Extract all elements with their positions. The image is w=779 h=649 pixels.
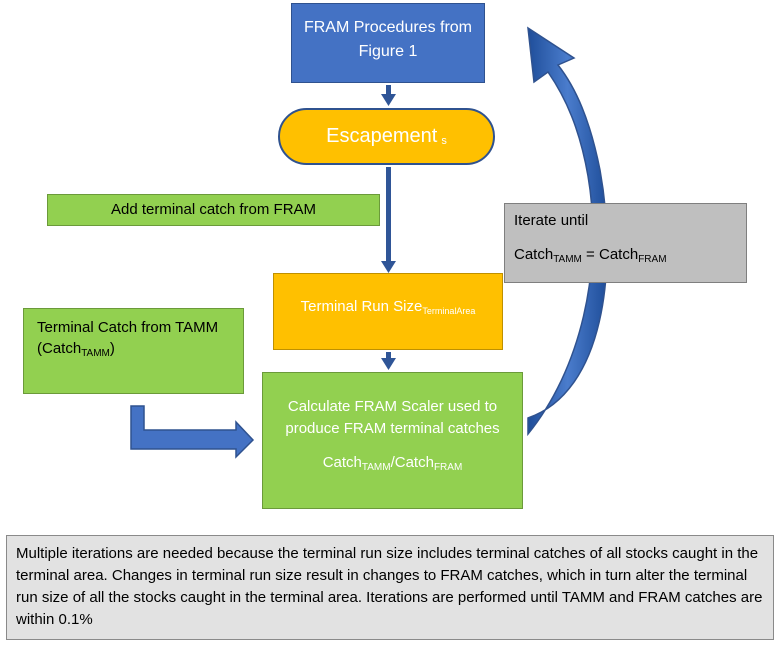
iterate-catch-label: Catch <box>514 246 554 263</box>
fram-procedures-line2: Figure 1 <box>358 43 418 60</box>
escapement-subscript: s <box>441 135 447 147</box>
terminal-catch-tamm-line2: (CatchTAMM) <box>37 338 243 364</box>
terminal-run-size-subscript: TerminalArea <box>422 306 476 316</box>
calculate-scaler-box: Calculate FRAM Scaler used to produce FR… <box>262 372 523 509</box>
iterate-until-box: Iterate until CatchTAMM = CatchFRAM <box>504 203 747 283</box>
terminal-catch-tamm-line1: Terminal Catch from TAMM <box>37 319 219 336</box>
terminal-catch-tamm-open: (Catch <box>37 340 82 357</box>
escapement-label: Escapement <box>326 125 438 147</box>
calculate-scaler-line1: Calculate FRAM Scaler used to <box>287 398 498 415</box>
calculate-scaler-ratio: CatchTAMM/CatchFRAM <box>263 452 522 479</box>
iteration-note: Multiple iterations are needed because t… <box>6 535 774 640</box>
terminal-catch-tamm-sub: TAMM <box>81 348 110 359</box>
iterate-catch-label2: Catch <box>599 246 639 263</box>
iterate-tamm-sub: TAMM <box>553 254 582 265</box>
ratio-catch-a: Catch <box>322 454 362 471</box>
terminal-catch-tamm-box: Terminal Catch from TAMM (CatchTAMM) <box>23 308 244 394</box>
arrow-fram-to-escapement <box>381 85 396 106</box>
fram-procedures-line1: FRAM Procedures from <box>303 19 473 36</box>
arrow-iterate-loop <box>527 26 608 437</box>
iterate-condition: CatchTAMM = CatchFRAM <box>514 245 746 270</box>
terminal-run-size-box: Terminal Run SizeTerminalArea <box>273 273 503 350</box>
arrow-run-size-to-calculate <box>381 352 396 370</box>
iteration-note-text: Multiple iterations are needed because t… <box>16 545 763 628</box>
terminal-catch-tamm-close: ) <box>109 340 115 357</box>
ratio-separator: /Catch <box>390 454 434 471</box>
ratio-tamm-sub: TAMM <box>361 462 391 473</box>
fram-procedures-box: FRAM Procedures from Figure 1 <box>291 3 485 83</box>
terminal-run-size-label: Terminal Run Size <box>300 298 423 315</box>
iterate-equals: = <box>581 246 599 263</box>
ratio-fram-sub: FRAM <box>433 462 463 473</box>
add-terminal-catch-box: Add terminal catch from FRAM <box>47 194 380 226</box>
iterate-line1: Iterate until <box>514 212 589 229</box>
arrow-tamm-to-calculate <box>130 405 255 459</box>
add-terminal-catch-label: Add terminal catch from FRAM <box>110 201 317 218</box>
calculate-scaler-line2: produce FRAM terminal catches <box>285 420 500 437</box>
arrow-escapement-to-run-size <box>381 167 396 273</box>
iterate-fram-sub: FRAM <box>638 254 667 265</box>
